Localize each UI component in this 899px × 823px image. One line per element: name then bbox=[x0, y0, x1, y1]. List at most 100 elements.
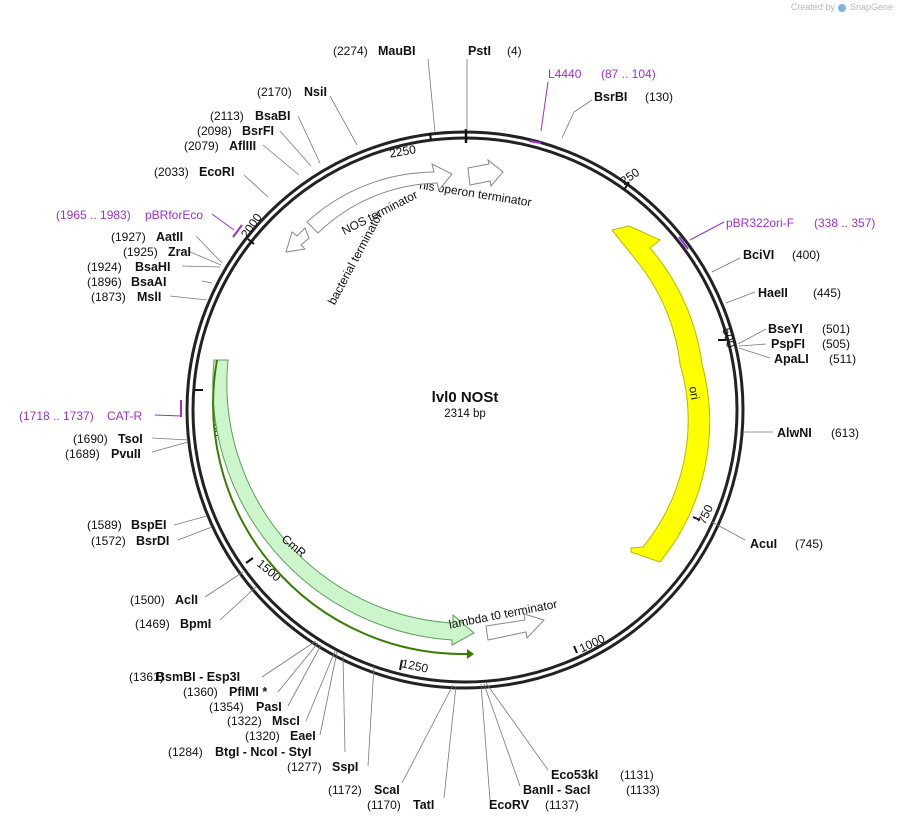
leader-pflmi bbox=[277, 642, 319, 693]
lambda-t0-terminator-feature[interactable] bbox=[485, 613, 545, 641]
site-acli-name[interactable]: AclI bbox=[175, 593, 198, 607]
site-sspi-name[interactable]: SspI bbox=[332, 760, 358, 774]
primer-pbrforeco-name: pBRforEco bbox=[145, 208, 203, 222]
site-bsrbi-name[interactable]: BsrBI bbox=[594, 90, 627, 104]
site-acui-pos: (745) bbox=[795, 537, 823, 551]
site-aatii-name[interactable]: AatII bbox=[156, 230, 183, 244]
leader-tati bbox=[443, 685, 457, 799]
site-bsaai-pos: (1896) bbox=[87, 275, 122, 289]
site-maubi-pos: (2274) bbox=[333, 44, 368, 58]
site-bseyi-pos: (501) bbox=[822, 322, 850, 336]
site-pasi-name[interactable]: PasI bbox=[256, 700, 282, 714]
site-maubi-name[interactable]: MauBI bbox=[378, 44, 416, 58]
leader-pvuii bbox=[151, 441, 189, 453]
leader-maubi bbox=[427, 58, 436, 133]
primer-cat-r-range: (1718 .. 1737) bbox=[19, 409, 94, 423]
site-tati-name[interactable]: TatI bbox=[413, 798, 434, 812]
site-msli-name[interactable]: MslI bbox=[137, 290, 161, 304]
site-pvuii-name[interactable]: PvuII bbox=[111, 447, 141, 461]
site-scai-name[interactable]: ScaI bbox=[374, 783, 400, 797]
site-tati-pos: (1170) bbox=[367, 798, 401, 812]
site-alwni-name[interactable]: AlwNI bbox=[777, 426, 812, 440]
site-eco53ki-name[interactable]: Eco53kI bbox=[551, 768, 598, 782]
leader-bsrbi bbox=[561, 99, 593, 139]
site-eaei-name[interactable]: EaeI bbox=[290, 729, 316, 743]
site-ecorv-pos: (1137) bbox=[545, 798, 579, 812]
sites-right[interactable]: BsrBI (130) BciVI (400) HaeII (445) BseY… bbox=[480, 90, 859, 812]
site-banii-saci-pos: (1133) bbox=[626, 783, 660, 797]
primer-l4440-leader bbox=[540, 81, 549, 132]
site-psti-pos: (4) bbox=[507, 44, 522, 58]
tick-label-250: 250 bbox=[618, 165, 643, 188]
leader-eco53ki bbox=[485, 682, 549, 771]
site-acui-name[interactable]: AcuI bbox=[750, 537, 777, 551]
site-tsoi-name[interactable]: TsoI bbox=[118, 432, 143, 446]
leader-ecorv bbox=[480, 683, 491, 801]
nos-terminator-feature[interactable] bbox=[306, 163, 453, 234]
site-apali-name[interactable]: ApaLI bbox=[774, 352, 809, 366]
leader-bcivi bbox=[711, 257, 741, 273]
site-bsrdi-name[interactable]: BsrDI bbox=[136, 534, 169, 548]
snapgene-watermark: Created by SnapGene bbox=[791, 2, 893, 12]
leader-msci bbox=[305, 650, 336, 722]
site-btgi-ncoi-styi-name[interactable]: BtgI - NcoI - StyI bbox=[215, 745, 312, 759]
site-afliii-name[interactable]: AflIII bbox=[229, 139, 256, 153]
site-nsii-name[interactable]: NsiI bbox=[304, 85, 327, 99]
sites-left[interactable]: PstI (4) (2274) MauBI (2170) NsiI (2113)… bbox=[65, 44, 522, 812]
leader-apali bbox=[738, 347, 771, 359]
site-psti-name[interactable]: PstI bbox=[468, 44, 491, 58]
site-banii-saci-name[interactable]: BanII - SacI bbox=[523, 783, 590, 797]
site-pflmi-name[interactable]: PflMI * bbox=[229, 685, 267, 699]
site-haeii-name[interactable]: HaeII bbox=[758, 286, 788, 300]
site-acli-pos: (1500) bbox=[130, 593, 165, 607]
site-bsaai-name[interactable]: BsaAI bbox=[131, 275, 166, 289]
primer-pbrforeco-range: (1965 .. 1983) bbox=[56, 208, 131, 222]
site-bsrfi-name[interactable]: BsrFI bbox=[242, 124, 274, 138]
plasmid-name: lvl0 NOSt bbox=[432, 389, 499, 406]
bacterial-terminator-feature[interactable] bbox=[285, 227, 310, 253]
leader-bsmbi bbox=[261, 640, 317, 678]
site-bcivi-name[interactable]: BciVI bbox=[743, 248, 774, 262]
leader-pspfi bbox=[738, 343, 767, 347]
leader-aatii bbox=[195, 235, 223, 264]
site-bseyi-name[interactable]: BseYI bbox=[768, 322, 803, 336]
ori-label: ori bbox=[686, 385, 702, 401]
leader-bsrfi bbox=[279, 130, 312, 167]
cmr-feature[interactable] bbox=[212, 359, 475, 646]
site-zrai-name[interactable]: ZraI bbox=[168, 245, 191, 259]
site-ecorv-name[interactable]: EcoRV bbox=[489, 798, 530, 812]
site-msci-pos: (1322) bbox=[227, 714, 262, 728]
site-bsmbi-esp3i-name[interactable]: BsmBI - Esp3I bbox=[156, 670, 240, 684]
watermark-brand: SnapGene bbox=[849, 2, 893, 12]
site-bpmi-name[interactable]: BpmI bbox=[180, 617, 211, 631]
site-ecori-name[interactable]: EcoRI bbox=[199, 165, 234, 179]
site-bsabi-name[interactable]: BsaBI bbox=[255, 109, 290, 123]
tick-label-2250: 2250 bbox=[388, 142, 417, 160]
site-sspi-pos: (1277) bbox=[287, 760, 322, 774]
site-bcivi-pos: (400) bbox=[792, 248, 820, 262]
site-afliii-pos: (2079) bbox=[184, 139, 219, 153]
site-bsahi-name[interactable]: BsaHI bbox=[135, 260, 170, 274]
site-msci-name[interactable]: MscI bbox=[272, 714, 300, 728]
leader-banii bbox=[483, 683, 521, 787]
leader-afliii bbox=[262, 144, 300, 176]
site-bpmi-pos: (1469) bbox=[135, 617, 170, 631]
site-eaei-pos: (1320) bbox=[245, 729, 280, 743]
plasmid-length: 2314 bp bbox=[444, 408, 486, 420]
leader-nsii bbox=[329, 95, 358, 146]
leader-haeii bbox=[725, 291, 756, 304]
his-operon-terminator-feature[interactable] bbox=[467, 158, 504, 188]
primer-pbr322ori-f-name: pBR322ori-F bbox=[726, 216, 794, 230]
site-pspfi-name[interactable]: PspFI bbox=[771, 337, 805, 351]
ori-feature[interactable] bbox=[611, 225, 711, 563]
site-bspei-name[interactable]: BspEI bbox=[131, 518, 166, 532]
primer-l4440-mark bbox=[528, 140, 542, 144]
site-alwni-pos: (613) bbox=[831, 426, 859, 440]
primers[interactable]: L4440 (87 .. 104) pBR322ori-F (338 .. 35… bbox=[19, 67, 875, 423]
site-nsii-pos: (2170) bbox=[257, 85, 292, 99]
leader-bsahi bbox=[181, 265, 221, 268]
site-pflmi-pos: (1360) bbox=[183, 685, 218, 699]
snapgene-logo-icon bbox=[838, 3, 847, 12]
tick-2250 bbox=[429, 132, 432, 142]
